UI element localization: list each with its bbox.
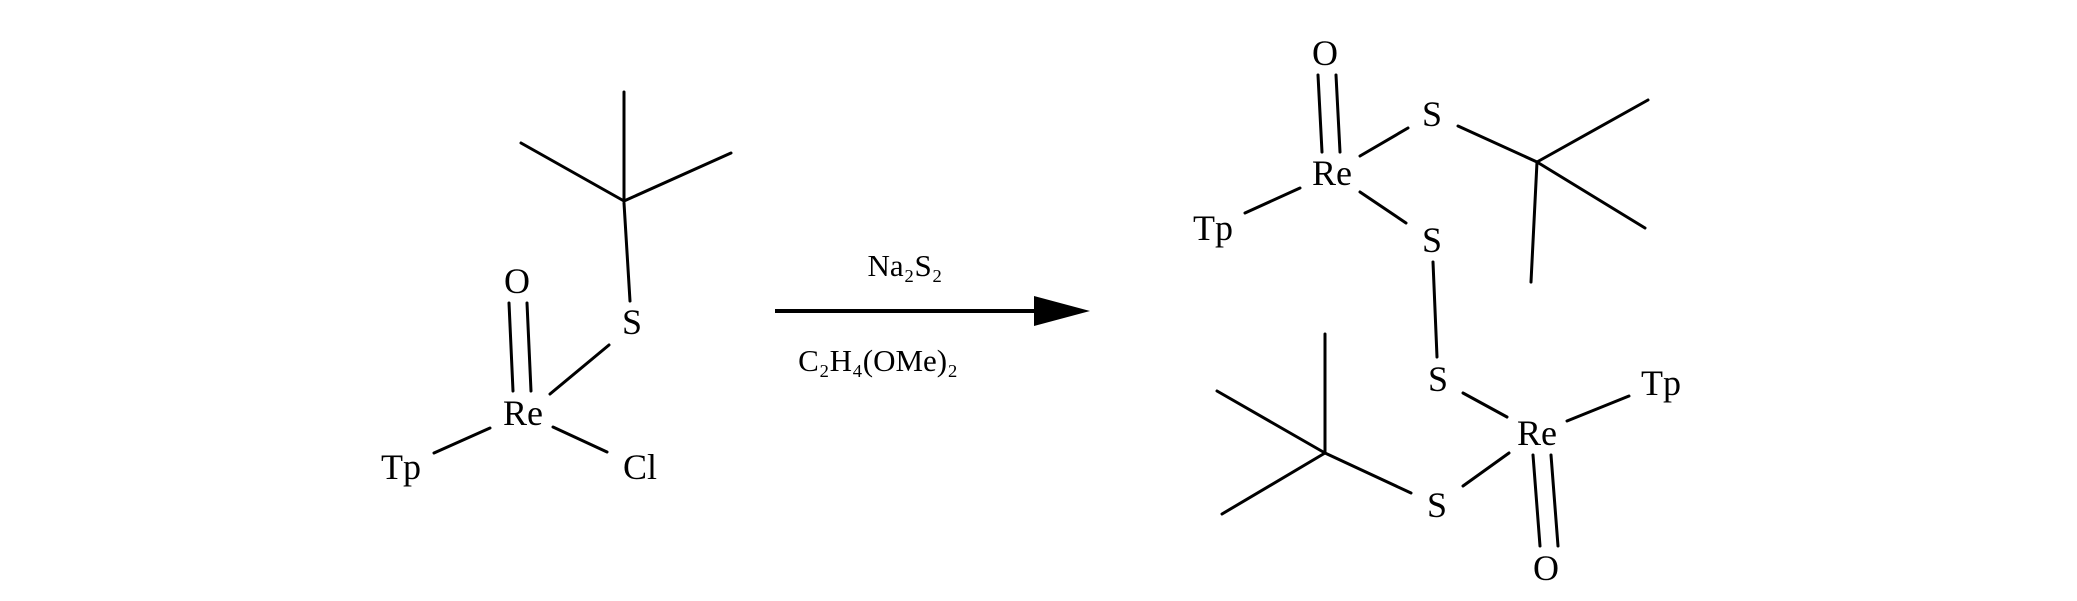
- product-bottom-unit: S Re Tp S O: [1215, 332, 1681, 588]
- bond-re-o-double-1: [1531, 453, 1542, 548]
- reactant-label-re: Re: [503, 393, 543, 433]
- bond-re-o-double-2: [1549, 453, 1560, 548]
- product-top-unit: O Re Tp S S: [1193, 33, 1650, 284]
- reactant-label-s: S: [622, 302, 642, 342]
- bond-s-bridge-re: [1461, 391, 1509, 419]
- bond-re-o-double-1: [1316, 73, 1324, 154]
- bond-tp-re: [432, 426, 492, 455]
- bond-re-o-double-1: [507, 301, 515, 393]
- bond-re-cl: [551, 425, 609, 454]
- bond-re-s-thiolate: [1461, 451, 1511, 488]
- bond-re-tp: [1565, 394, 1631, 423]
- bond-tbu-methyl-downright: [1535, 160, 1647, 230]
- product-top-label-s-bridge: S: [1422, 220, 1442, 260]
- bond-tbu-methyl-left: [519, 141, 626, 203]
- bond-tbu-methyl-upleft: [1215, 389, 1327, 455]
- bond-tp-re: [1243, 186, 1302, 215]
- product-structure: O Re Tp S S S Re: [1193, 33, 1681, 588]
- product-top-label-tp: Tp: [1193, 208, 1233, 248]
- bond-tbu-methyl-right: [622, 151, 733, 203]
- bond-re-s: [548, 343, 611, 396]
- product-bottom-label-o: O: [1533, 548, 1559, 588]
- product-bottom-label-re: Re: [1517, 413, 1557, 453]
- reagent-above-label: Na₂S₂: [867, 248, 942, 283]
- bond-re-o-double-2: [525, 301, 533, 393]
- reactant-label-o: O: [504, 261, 530, 301]
- reactant-structure: Tp Re O S Cl: [381, 90, 733, 487]
- reactant-label-tp: Tp: [381, 447, 421, 487]
- product-bottom-label-tp: Tp: [1641, 363, 1681, 403]
- product-top-label-s-thiolate: S: [1422, 94, 1442, 134]
- reagent-below-label: C₂H₄(OMe)₂: [798, 343, 958, 378]
- bond-s-tbu: [1323, 451, 1413, 495]
- product-bottom-label-s-thiolate: S: [1427, 485, 1447, 525]
- reactant-label-cl: Cl: [623, 447, 657, 487]
- arrow-head-icon: [1034, 296, 1090, 326]
- bond-tbu-methyl-downleft: [1220, 451, 1327, 516]
- product-bottom-label-s-bridge: S: [1428, 359, 1448, 399]
- bond-tbu-s: [622, 201, 632, 303]
- bond-tbu-methyl-upright: [1535, 98, 1650, 164]
- product-top-label-re: Re: [1312, 153, 1352, 193]
- bond-s-s-bridge: [1431, 260, 1439, 359]
- bond-re-s-bridge: [1358, 190, 1408, 225]
- product-top-label-o: O: [1312, 33, 1338, 73]
- bond-s-tbu: [1456, 124, 1539, 164]
- bond-tbu-methyl-down: [1529, 160, 1539, 284]
- bond-re-o-double-2: [1334, 73, 1342, 154]
- reaction-arrow: Na₂S₂ C₂H₄(OMe)₂: [775, 248, 1090, 378]
- bond-re-s-thiolate: [1358, 126, 1410, 158]
